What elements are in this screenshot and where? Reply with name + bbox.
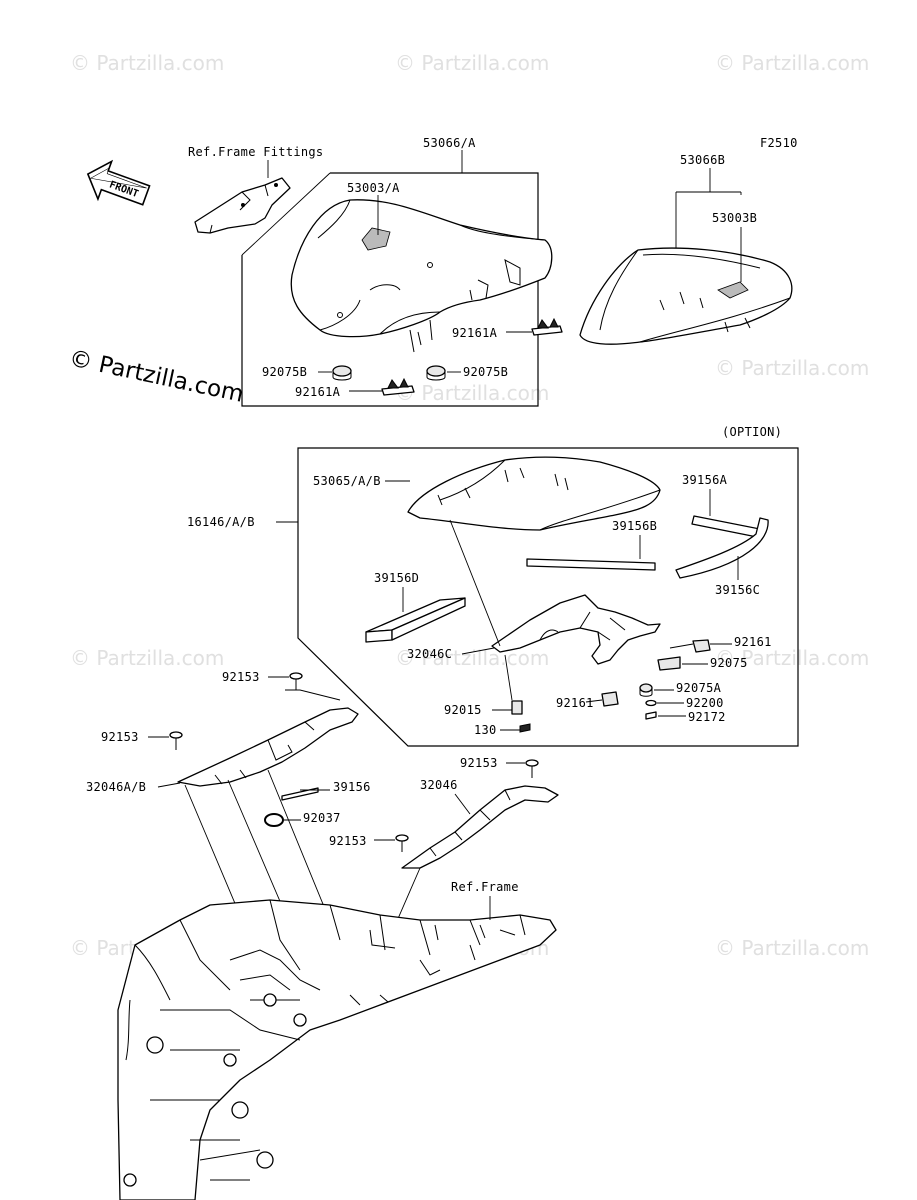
- washer-92200: [645, 699, 657, 707]
- callout-92037: 92037: [303, 811, 341, 825]
- callout-32046c: 32046C: [407, 647, 452, 661]
- bracket-32046c-part: [491, 594, 661, 665]
- seat-cowl-part: [407, 456, 661, 531]
- callout-53003a: 53003/A: [347, 181, 400, 195]
- callout-92153-a: 92153: [222, 670, 260, 684]
- bolt-92153-a: [289, 672, 303, 690]
- front-arrow-icon: FRONT: [86, 159, 151, 206]
- callout-92075a: 92075A: [676, 681, 722, 695]
- callout-32046ab: 32046A/B: [86, 780, 146, 794]
- hook-92161-lower: [601, 691, 619, 707]
- callout-92075: 92075: [710, 656, 748, 670]
- bracket-32046-part: [401, 785, 559, 869]
- callout-39156d: 39156D: [374, 571, 419, 585]
- callout-92161a-bottom: 92161A: [295, 385, 341, 399]
- callout-ref-frame-fittings: Ref.Frame Fittings: [188, 145, 323, 159]
- callout-39156: 39156: [333, 780, 371, 794]
- foam-39156b: [526, 558, 656, 571]
- option-label: (OPTION): [722, 425, 782, 439]
- callout-92172: 92172: [688, 710, 726, 724]
- leader-line: [454, 793, 471, 815]
- pad-92075: [657, 656, 681, 671]
- callout-53066a: 53066/A: [423, 136, 476, 150]
- callout-92075b-left: 92075B: [262, 365, 307, 379]
- callout-53065: 53065/A/B: [313, 474, 381, 488]
- front-seat-part: [290, 199, 553, 353]
- rod-39156: [281, 787, 319, 801]
- callout-39156c: 39156C: [715, 583, 760, 597]
- leader-line: [585, 699, 603, 703]
- leader-line: [241, 172, 331, 256]
- callout-92153-c: 92153: [460, 756, 498, 770]
- watermark-text: © Partzilla.com: [715, 646, 869, 670]
- callout-92015: 92015: [444, 703, 482, 717]
- bolt-92153-c: [525, 759, 539, 778]
- callout-53066b: 53066B: [680, 153, 725, 167]
- bolt-92153-b: [169, 731, 183, 750]
- watermark-text: © Partzilla.com: [70, 51, 224, 75]
- callout-92161-upper: 92161: [734, 635, 772, 649]
- callout-92153-b: 92153: [101, 730, 139, 744]
- callout-ref-frame: Ref.Frame: [451, 880, 519, 894]
- watermark-text: © Partzilla.com: [395, 51, 549, 75]
- leader-line: [184, 769, 421, 1011]
- hook-92161a-bottom: [381, 377, 415, 396]
- ref-frame-fittings-part: [194, 177, 291, 234]
- damper-92075b-left: [332, 365, 352, 381]
- main-frame-part: [117, 899, 557, 1200]
- leader-line: [492, 654, 513, 711]
- callout-32046: 32046: [420, 778, 458, 792]
- leader-line: [675, 168, 742, 248]
- rear-seat-part: [579, 247, 793, 345]
- damper-92075a: [639, 683, 653, 697]
- callout-130: 130: [474, 723, 497, 737]
- watermark-text: © Partzilla.com: [395, 381, 549, 405]
- bracket-32046ab-part: [177, 689, 359, 787]
- damper-92075b-right: [426, 365, 446, 381]
- callout-92075b-right: 92075B: [463, 365, 508, 379]
- foam-39156d: [365, 597, 466, 643]
- leader-line: [449, 519, 501, 655]
- watermark-text: © Partzilla.com: [70, 646, 224, 670]
- callout-92200: 92200: [686, 696, 724, 710]
- watermark-text: © Partzilla.com: [715, 356, 869, 380]
- foam-39156a: [691, 515, 766, 539]
- callout-53003b: 53003B: [712, 211, 757, 225]
- clip-92037: [264, 813, 284, 827]
- watermark-text: © Partzilla.com: [715, 51, 869, 75]
- callout-92161a-right: 92161A: [452, 326, 498, 340]
- bolt-92153-d: [395, 834, 409, 852]
- collar-92015: [511, 700, 523, 715]
- watermark-text: © Partzilla.com: [395, 646, 549, 670]
- callout-92153-d: 92153: [329, 834, 367, 848]
- figure-code: F2510: [760, 136, 798, 150]
- leader-line: [669, 643, 732, 649]
- leader-line: [157, 782, 181, 788]
- hook-92161a-right: [531, 317, 563, 336]
- callout-16146: 16146/A/B: [187, 515, 255, 529]
- callout-39156a: 39156A: [682, 473, 728, 487]
- callout-39156b: 39156B: [612, 519, 657, 533]
- bolt-130: [519, 723, 531, 733]
- callout-92161-lower: 92161: [556, 696, 594, 710]
- seat-group-frame: [241, 172, 539, 407]
- screw-92172: [645, 711, 657, 720]
- foam-39156c: [675, 517, 769, 579]
- partzilla-watermark: © Partzilla.com: [67, 345, 246, 407]
- hook-92161-upper: [692, 639, 711, 653]
- option-group-frame: [297, 447, 799, 747]
- watermark-text: © Partzilla.com: [715, 936, 869, 960]
